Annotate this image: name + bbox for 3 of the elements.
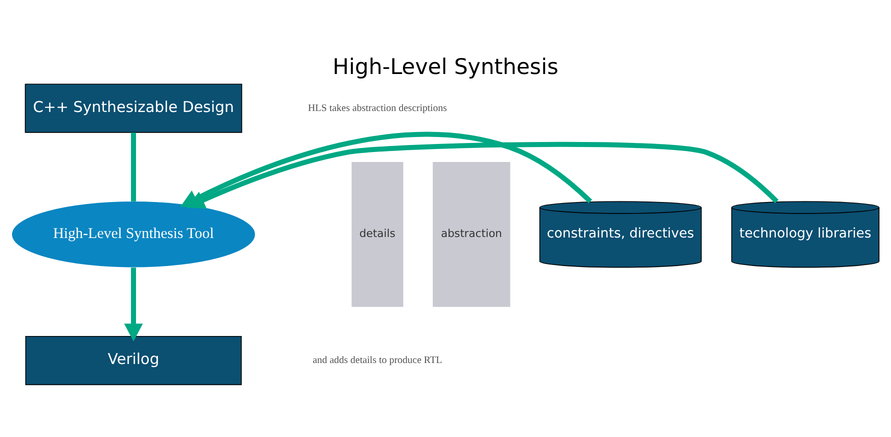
diagram-title: High-Level Synthesis (332, 54, 558, 80)
label: and adds details to produce RTL (312, 354, 442, 366)
label: HLS takes abstraction descriptions (308, 102, 447, 114)
